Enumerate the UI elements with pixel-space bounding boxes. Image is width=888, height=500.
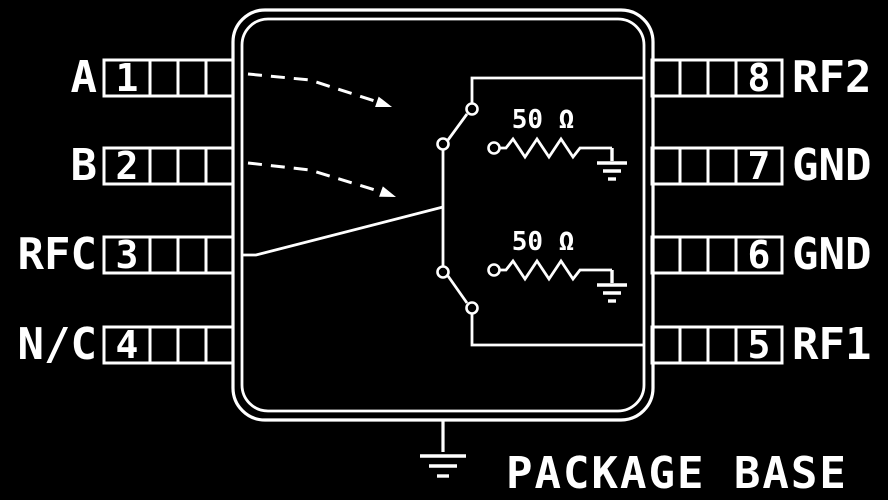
control-arrow-a <box>247 72 392 107</box>
pin-6-box <box>650 235 784 275</box>
pin-1-group: A 1 <box>71 52 235 103</box>
switch-contact-icon <box>487 263 501 277</box>
pin-3-group: RFC 3 <box>18 229 235 280</box>
pin-2-number: 2 <box>116 144 139 188</box>
pin-5-number: 5 <box>748 323 771 367</box>
ground-icon-package-base <box>420 454 466 478</box>
pin-4-number: 4 <box>116 323 139 367</box>
pin-4-box <box>102 325 235 365</box>
switch-contact-icon <box>465 102 479 116</box>
internal-circuit: 50 Ω 50 Ω <box>242 72 644 347</box>
package-base-label: PACKAGE BASE <box>506 448 848 499</box>
rf2-branch: 50 Ω <box>446 76 644 181</box>
pin-1-number: 1 <box>116 56 139 100</box>
rf1-trace <box>470 314 644 347</box>
resistor-value-top: 50 Ω <box>512 105 575 135</box>
switch-contact-icon <box>436 137 450 151</box>
pin-1-box <box>102 58 235 98</box>
control-arrow-b <box>247 161 396 197</box>
pin-1-label: A <box>71 52 98 103</box>
pin-2-group: B 2 <box>71 140 235 191</box>
spdt-common-icon <box>436 137 450 279</box>
ground-icon-bottom <box>597 270 627 303</box>
arrowhead-icon <box>375 96 392 107</box>
pin-8-number: 8 <box>748 56 771 100</box>
pin-4-label: N/C <box>18 319 97 370</box>
pin-7-number: 7 <box>748 144 771 188</box>
package-inner-border <box>240 17 646 413</box>
pin-6-number: 6 <box>748 233 771 277</box>
ground-icon-top <box>597 148 627 181</box>
switch-contact-icon <box>487 141 501 155</box>
pin-5-group: 5 RF1 <box>650 319 871 370</box>
pin-8-group: 8 RF2 <box>650 52 871 103</box>
pin-3-box <box>102 235 235 275</box>
switch-blade-bottom-icon <box>446 275 469 304</box>
resistor-icon-top <box>500 136 612 160</box>
pin-5-label: RF1 <box>792 319 871 370</box>
pin-8-box <box>650 58 784 98</box>
pin-5-box <box>650 325 784 365</box>
pin-7-group: 7 GND <box>650 140 871 191</box>
pin-2-box <box>102 146 235 186</box>
control-line-a <box>247 72 385 106</box>
pin-7-label: GND <box>792 140 871 191</box>
arrowhead-icon <box>379 186 396 197</box>
pin-3-label: RFC <box>18 229 97 280</box>
pin-6-group: 6 GND <box>650 229 871 280</box>
rfc-trace <box>242 205 444 257</box>
resistor-icon-bottom <box>500 258 612 282</box>
pin-6-label: GND <box>792 229 871 280</box>
switch-contact-icon <box>465 301 479 315</box>
control-line-b <box>247 161 389 196</box>
package-base-ground: PACKAGE BASE <box>420 420 848 499</box>
pin-8-label: RF2 <box>792 52 871 103</box>
pin-2-label: B <box>71 140 98 191</box>
rf2-trace <box>470 76 644 103</box>
rf1-branch: 50 Ω <box>446 227 644 347</box>
pin-4-group: N/C 4 <box>18 319 235 370</box>
resistor-value-bottom: 50 Ω <box>512 227 575 257</box>
switch-contact-icon <box>436 265 450 279</box>
pin-7-box <box>650 146 784 186</box>
switch-blade-top-icon <box>446 113 469 141</box>
pin-3-number: 3 <box>116 233 139 277</box>
